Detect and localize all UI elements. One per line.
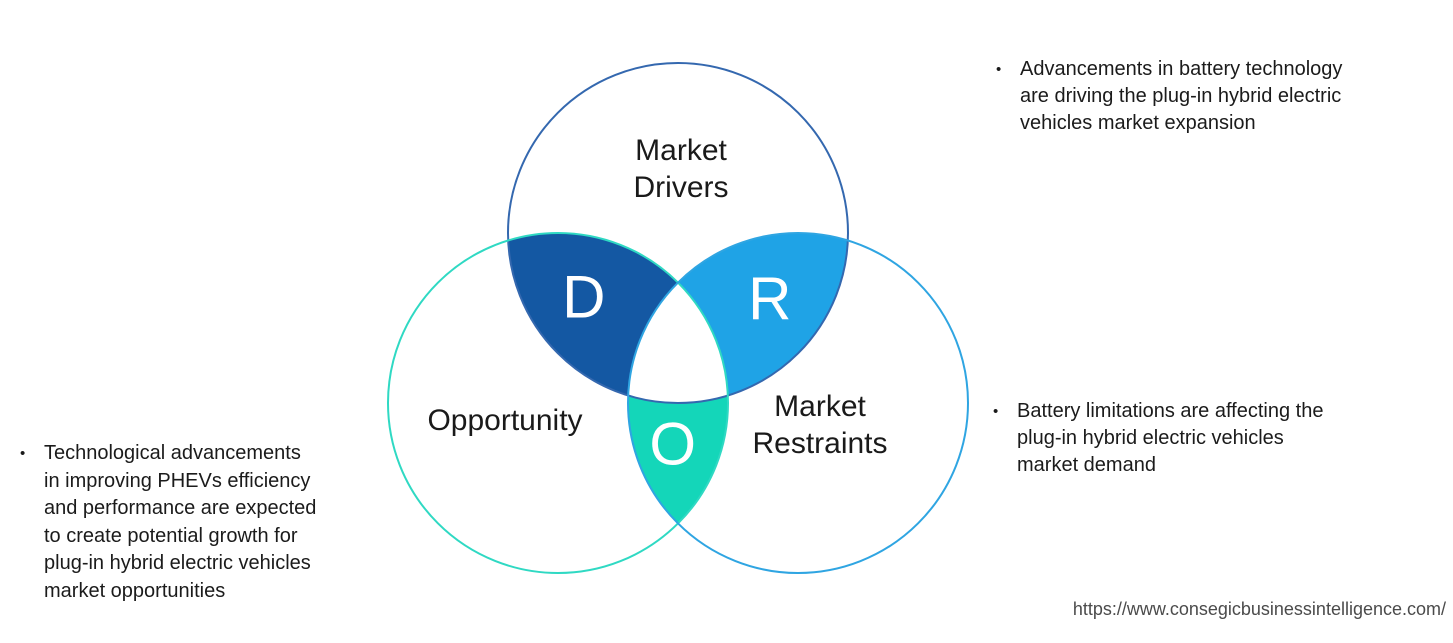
- opportunity-bullet-text: Technological advancements in improving …: [44, 442, 317, 602]
- bullet-marker-icon: •: [996, 61, 1002, 78]
- restraints-circle: [627, 232, 969, 574]
- bullet-marker-icon: •: [993, 403, 999, 420]
- drivers-bullet-item: • Advancements in battery technology are…: [996, 56, 1360, 137]
- opportunity-letter: O: [649, 410, 697, 478]
- drivers-bullet-text: Advancements in battery technology are d…: [1020, 58, 1343, 134]
- restraints-letter: R: [748, 265, 792, 333]
- drivers-restraints-overlap: [628, 233, 848, 403]
- restraints-label: Market Restraints: [752, 390, 888, 460]
- drivers-letter: D: [562, 263, 606, 331]
- drivers-circle: [507, 62, 849, 404]
- drivers-opportunity-overlap: [508, 233, 728, 403]
- restraints-bullet-item: • Battery limitations are affecting the …: [993, 398, 1347, 479]
- source-url-link[interactable]: https://www.consegicbusinessintelligence…: [1072, 599, 1446, 619]
- drivers-label: Market Drivers: [633, 134, 729, 204]
- bullet-marker-icon: •: [20, 445, 26, 462]
- opportunity-bullet-item: • Technological advancements in improvin…: [20, 440, 321, 605]
- opportunity-circle: [387, 232, 729, 574]
- restraints-bullet-text: Battery limitations are affecting the pl…: [1017, 400, 1324, 476]
- opportunity-label: Opportunity: [427, 404, 583, 437]
